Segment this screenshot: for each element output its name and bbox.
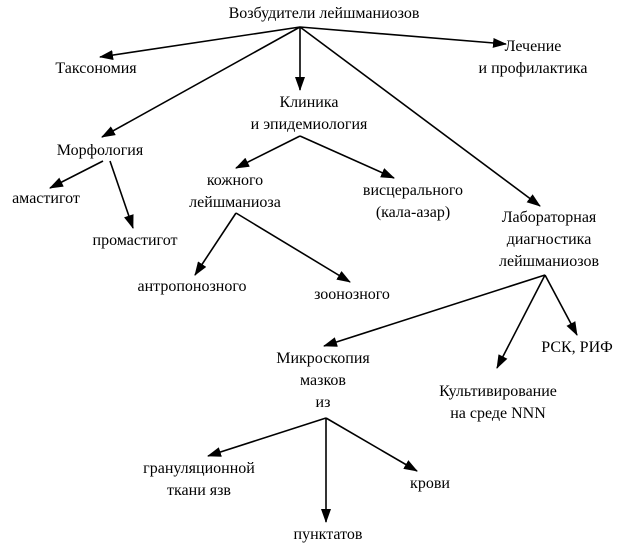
arrow-clinic-to-cutaneous [235, 135, 301, 169]
arrow-lab-to-microscopy [323, 274, 546, 347]
node-treatment-line-1: и профилактика [478, 60, 588, 77]
arrow-root-to-treatment [299, 26, 507, 48]
node-granulation-line-0: грануляционной [143, 460, 255, 477]
arrow-microscopy-to-blood [325, 417, 418, 472]
node-lab-line-1: диагностика [506, 231, 592, 248]
node-taxonomy: Таксономия [40, 58, 152, 80]
node-root: Возбудители лейшманиозов [208, 3, 440, 25]
node-taxonomy-line-0: Таксономия [55, 60, 137, 77]
node-punctates-line-0: пунктатов [293, 526, 363, 543]
arrow-microscopy-to-granulation [207, 417, 327, 457]
node-cutaneous: кожного лейшманиоза [170, 170, 300, 214]
node-zoonotic-line-0: зоонозного [314, 286, 390, 303]
node-microscopy-line-1: мазков [300, 372, 346, 389]
node-zoonotic: зоонозного [300, 284, 404, 306]
node-amastigote: амастигот [2, 188, 90, 210]
arrow-root-to-morphology [101, 26, 301, 138]
node-anthroponotic: антропонозного [124, 276, 260, 298]
node-microscopy: Микроскопия мазков из [262, 348, 384, 414]
node-lab-line-0: Лабораторная [501, 209, 597, 226]
arrow-morphology-to-promastigote [109, 160, 134, 229]
node-blood-line-0: крови [410, 475, 450, 492]
node-visceral-line-0: висцерального [362, 182, 464, 199]
arrow-cutaneous-to-zoonotic [235, 212, 351, 283]
node-visceral-line-1: (кала-азар) [375, 204, 451, 221]
node-cultivation: Культивирование на среде NNN [424, 381, 572, 425]
node-promastigote-line-0: промастигот [92, 232, 178, 249]
arrow-root-to-lab [299, 26, 541, 207]
node-cultivation-line-1: на среде NNN [450, 405, 546, 422]
node-cultivation-line-0: Культивирование [439, 383, 557, 400]
node-clinic-line-1: и эпидемиология [250, 116, 368, 133]
arrow-lab-to-rsk [544, 274, 578, 336]
node-promastigote: промастигот [80, 230, 190, 252]
arrow-cutaneous-to-anthroponotic [194, 212, 237, 276]
node-amastigote-line-0: амастигот [12, 190, 80, 207]
node-rsk: РСК, РИФ [530, 337, 624, 359]
arrow-root-to-taxonomy [99, 26, 301, 61]
node-microscopy-line-0: Микроскопия [276, 350, 370, 367]
node-cutaneous-line-1: лейшманиоза [189, 194, 281, 211]
node-morphology: Морфология [44, 140, 156, 162]
node-clinic-line-0: Клиника [279, 94, 339, 111]
node-granulation-line-1: ткани язв [167, 482, 231, 499]
node-cutaneous-line-0: кожного [206, 172, 264, 189]
node-morphology-line-0: Морфология [56, 142, 144, 159]
node-microscopy-line-2: из [315, 394, 331, 411]
node-punctates: пунктатов [280, 524, 376, 546]
node-anthroponotic-line-0: антропонозного [137, 278, 247, 295]
node-treatment: Лечение и профилактика [466, 36, 600, 80]
node-blood: крови [398, 473, 462, 495]
node-visceral: висцерального (кала-азар) [348, 180, 478, 224]
node-rsk-line-0: РСК, РИФ [541, 339, 613, 356]
arrow-lab-to-cultivation [496, 274, 546, 369]
node-root-line-0: Возбудители лейшманиозов [228, 5, 420, 22]
arrow-clinic-to-visceral [299, 135, 395, 179]
node-granulation: грануляционной ткани язв [130, 458, 268, 502]
node-lab-line-2: лейшманиозов [499, 253, 599, 270]
node-lab: Лабораторная диагностика лейшманиозов [488, 207, 610, 273]
arrow-morphology-to-amastigote [49, 160, 104, 189]
node-treatment-line-0: Лечение [504, 38, 562, 55]
node-clinic: Клиника и эпидемиология [232, 92, 386, 136]
